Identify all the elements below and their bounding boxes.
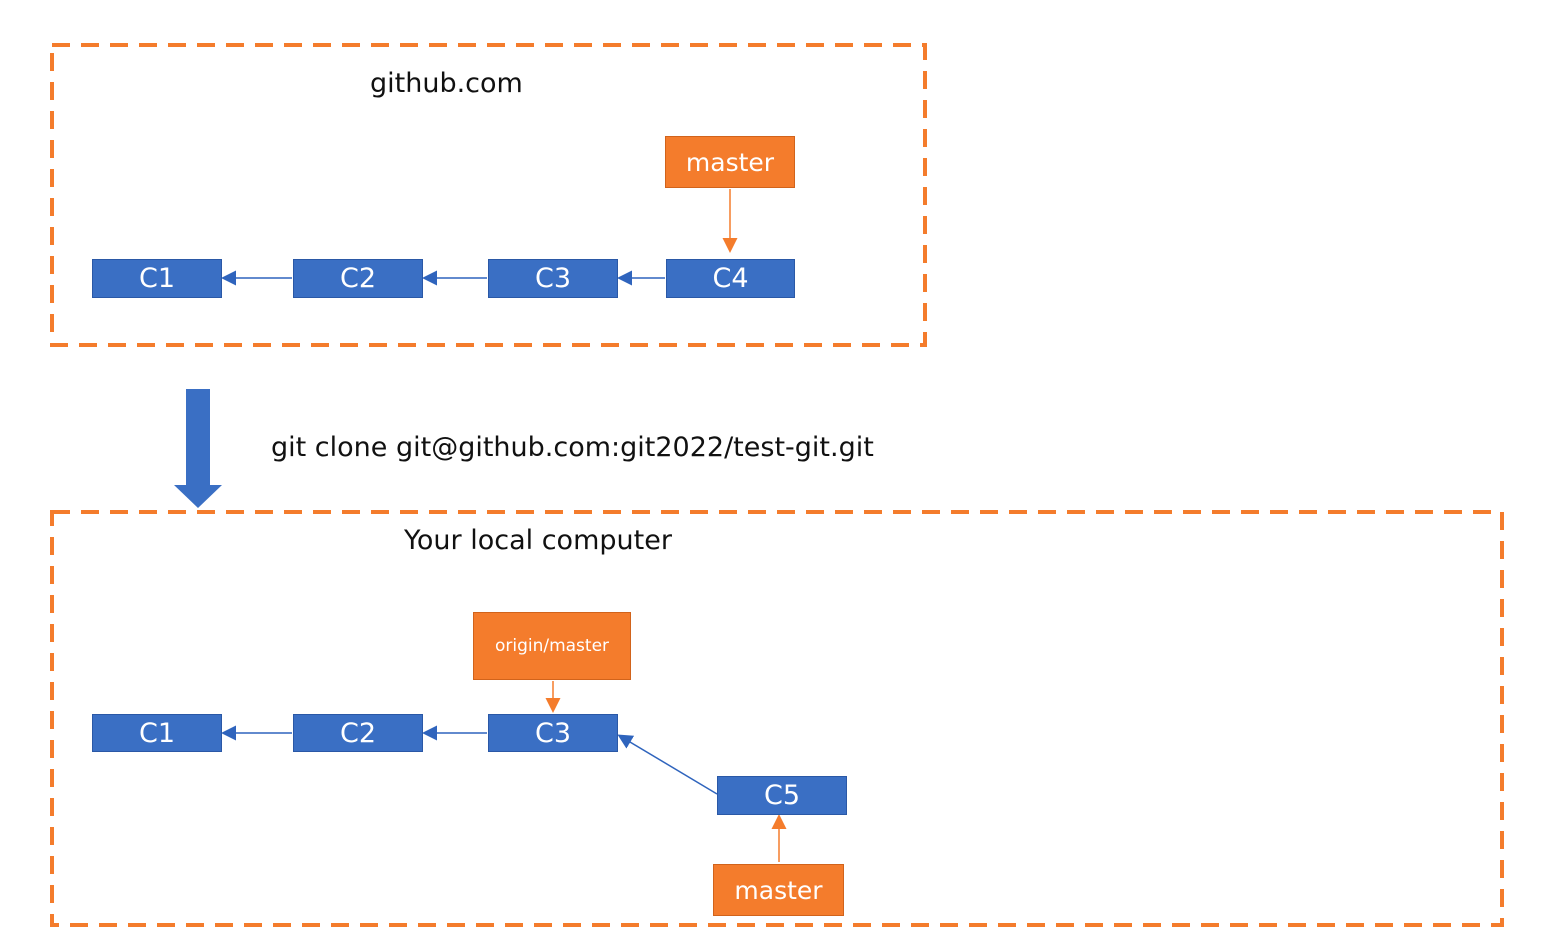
local-commit-c5-label: C5 [763,780,801,811]
remote-title: github.com [370,68,523,99]
remote-commit-c1: C1 [92,259,222,298]
local-commit-c2: C2 [293,714,423,752]
remote-commit-c1-label: C1 [138,263,176,294]
remote-commit-c3-label: C3 [534,263,572,294]
local-commit-c3: C3 [488,714,618,752]
remote-commit-c3: C3 [488,259,618,298]
local-commit-c3-label: C3 [534,717,572,749]
remote-master-branch: master [665,136,795,188]
local-origin-master-branch: origin/master [473,612,631,680]
local-commit-c1-label: C1 [138,717,176,749]
remote-commit-c2-label: C2 [339,263,377,294]
clone-command-text: git clone git@github.com:git2022/test-gi… [271,432,874,463]
remote-commit-c4: C4 [666,259,795,298]
clone-arrow-icon [174,389,222,508]
remote-commit-c4-label: C4 [712,263,749,294]
local-commit-c2-label: C2 [339,717,377,749]
local-commit-c1: C1 [92,714,222,752]
local-link-c5-c3 [617,734,718,795]
local-container [50,510,1504,927]
remote-container [50,43,927,347]
remote-commit-c2: C2 [293,259,423,298]
local-master-label: master [734,875,823,905]
local-commit-c5: C5 [717,776,847,815]
remote-master-label: master [685,147,775,177]
local-master-branch: master [713,864,844,916]
local-origin-master-label: origin/master [494,635,610,656]
local-title: Your local computer [404,525,672,556]
